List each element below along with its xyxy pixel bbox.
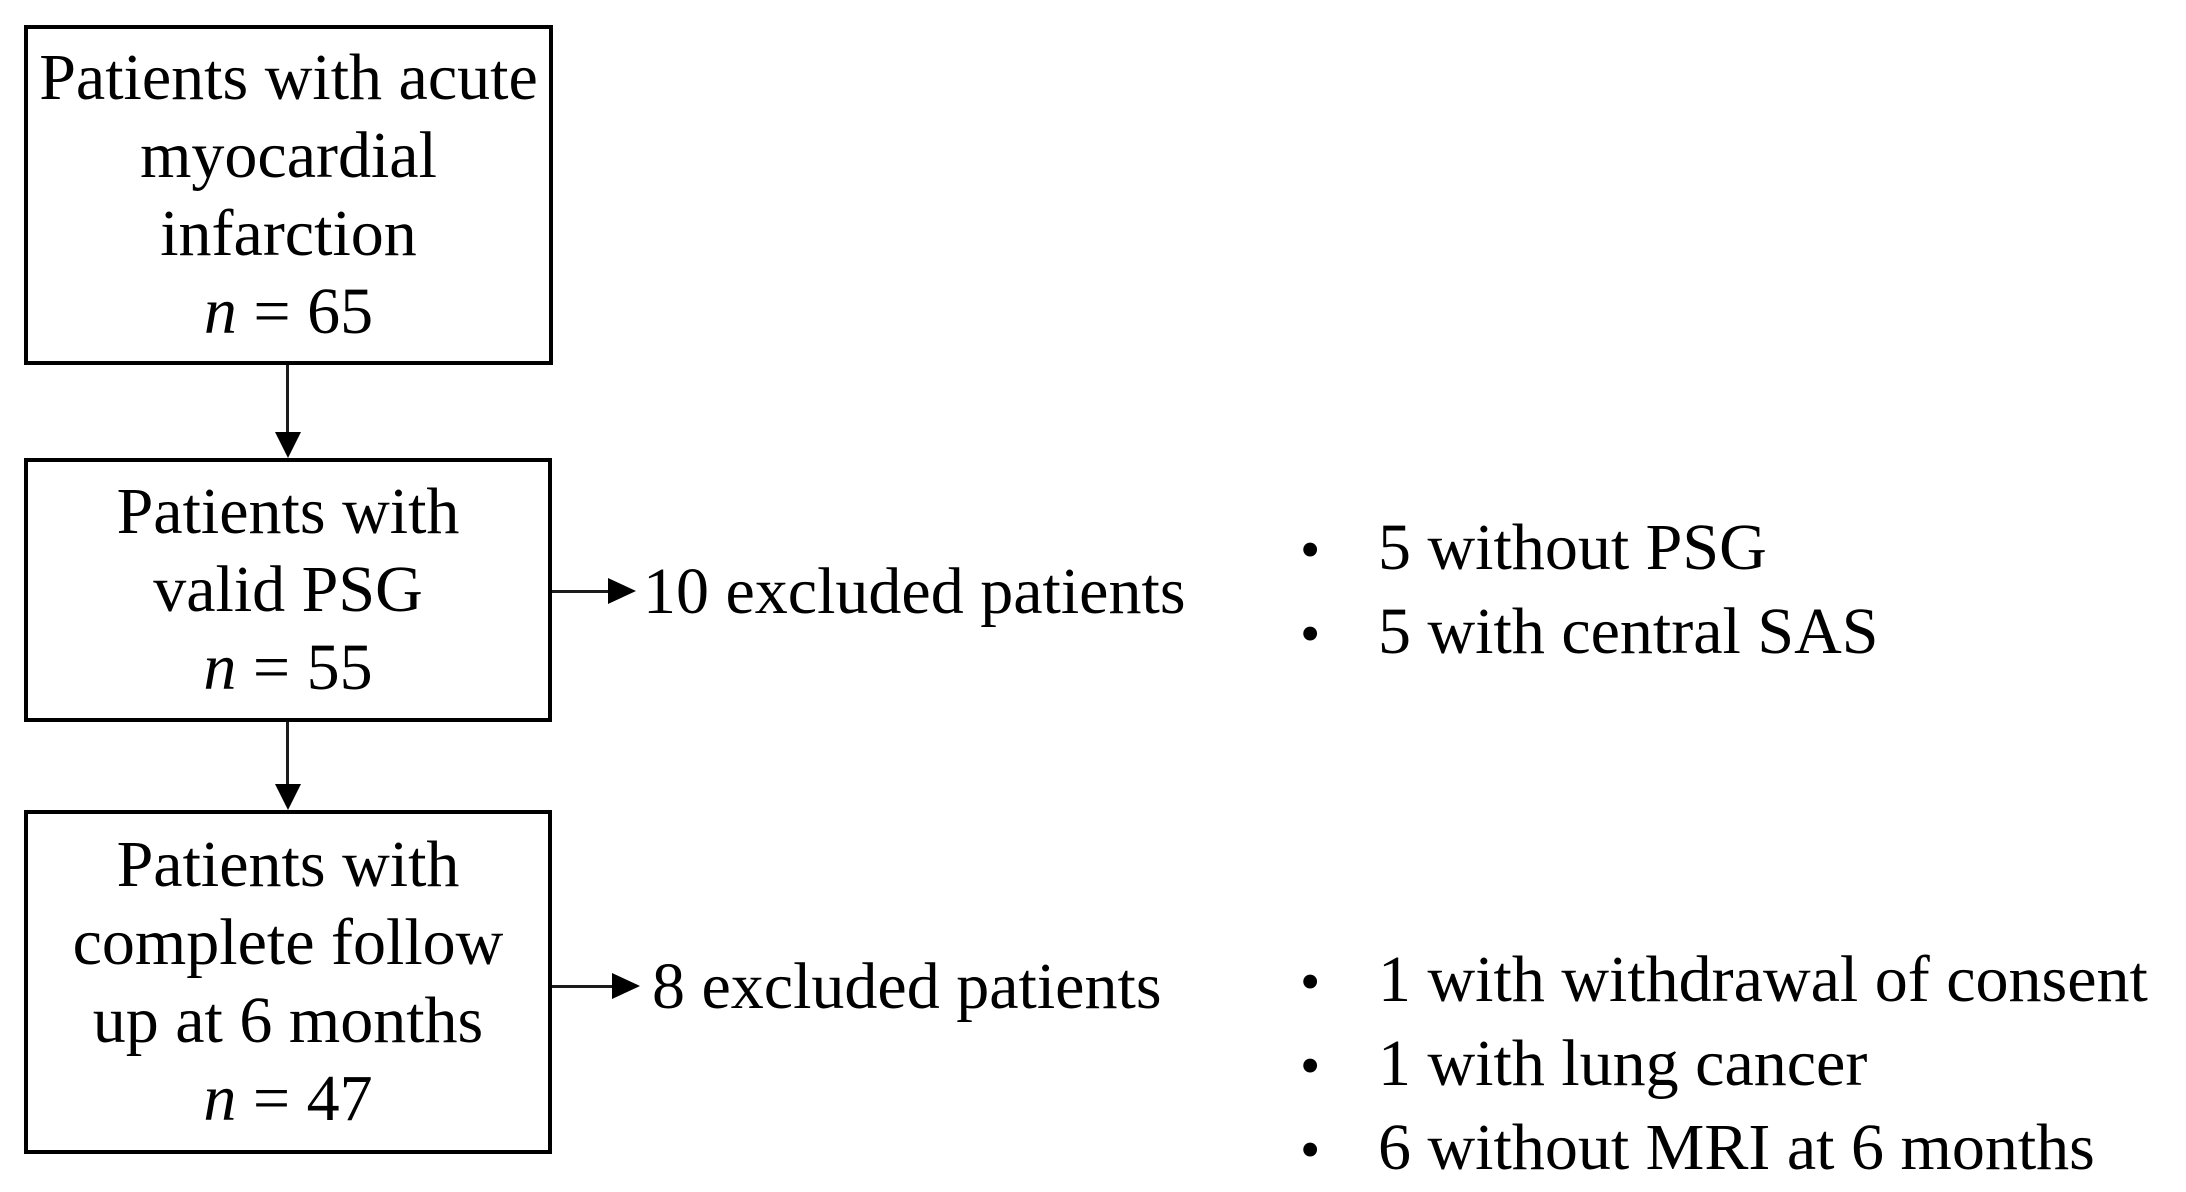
arrow-down-icon xyxy=(275,432,301,458)
flow-box-valid-psg: Patients with valid PSG n = 55 xyxy=(24,458,552,722)
n-symbol: n xyxy=(203,275,237,348)
arrow-right-icon xyxy=(612,973,640,999)
box-count-line: n = 65 xyxy=(204,273,373,351)
connector-line-down-1 xyxy=(286,365,289,434)
exclusion-label-2: 8 excluded patients xyxy=(652,950,1162,1023)
n-value: = 65 xyxy=(236,275,374,348)
list-item: • 1 with lung cancer xyxy=(1300,1023,2148,1107)
flow-box-followup-6-months: Patients with complete follow up at 6 mo… xyxy=(24,810,552,1154)
bullet-icon: • xyxy=(1300,601,1321,666)
box-text-line: complete follow xyxy=(72,906,504,979)
box-count-line: n = 47 xyxy=(203,1060,372,1138)
list-item: • 1 with withdrawal of consent xyxy=(1300,939,2148,1023)
bullet-text: 1 with lung cancer xyxy=(1378,1027,1868,1100)
box-count-line: n = 55 xyxy=(203,629,372,707)
arrow-right-icon xyxy=(608,578,636,604)
box-text-line: Patients with acute xyxy=(39,41,538,114)
connector-line-right-1 xyxy=(552,590,610,593)
connector-line-right-2 xyxy=(552,985,614,988)
flow-box-acute-mi: Patients with acute myocardial infarctio… xyxy=(24,25,553,365)
list-item: • 6 without MRI at 6 months xyxy=(1300,1107,2148,1191)
bullet-text: 5 without PSG xyxy=(1378,511,1767,584)
bullet-icon: • xyxy=(1300,1117,1321,1182)
exclusion-label-1: 10 excluded patients xyxy=(643,555,1186,628)
connector-line-down-2 xyxy=(286,722,289,786)
bullet-text: 1 with withdrawal of consent xyxy=(1378,943,2148,1016)
bullet-icon: • xyxy=(1300,949,1321,1014)
n-symbol: n xyxy=(203,1062,237,1135)
exclusion-bullet-list-2: • 1 with withdrawal of consent • 1 with … xyxy=(1300,939,2148,1191)
box-text-line: myocardial xyxy=(140,119,437,192)
exclusion-bullet-list-1: • 5 without PSG • 5 with central SAS xyxy=(1300,507,1878,675)
list-item: • 5 without PSG xyxy=(1300,507,1878,591)
n-value: = 47 xyxy=(236,1062,373,1135)
n-value: = 55 xyxy=(236,631,373,704)
arrow-down-icon xyxy=(275,784,301,810)
box-text-line: valid PSG xyxy=(153,553,423,626)
bullet-icon: • xyxy=(1300,517,1321,582)
list-item: • 5 with central SAS xyxy=(1300,591,1878,675)
bullet-icon: • xyxy=(1300,1033,1321,1098)
bullet-text: 6 without MRI at 6 months xyxy=(1378,1111,2095,1184)
box-text-line: up at 6 months xyxy=(92,984,484,1057)
box-text-line: infarction xyxy=(160,197,417,270)
bullet-text: 5 with central SAS xyxy=(1378,595,1879,668)
box-text-line: Patients with xyxy=(116,475,460,548)
n-symbol: n xyxy=(203,631,237,704)
box-text-line: Patients with xyxy=(116,828,460,901)
